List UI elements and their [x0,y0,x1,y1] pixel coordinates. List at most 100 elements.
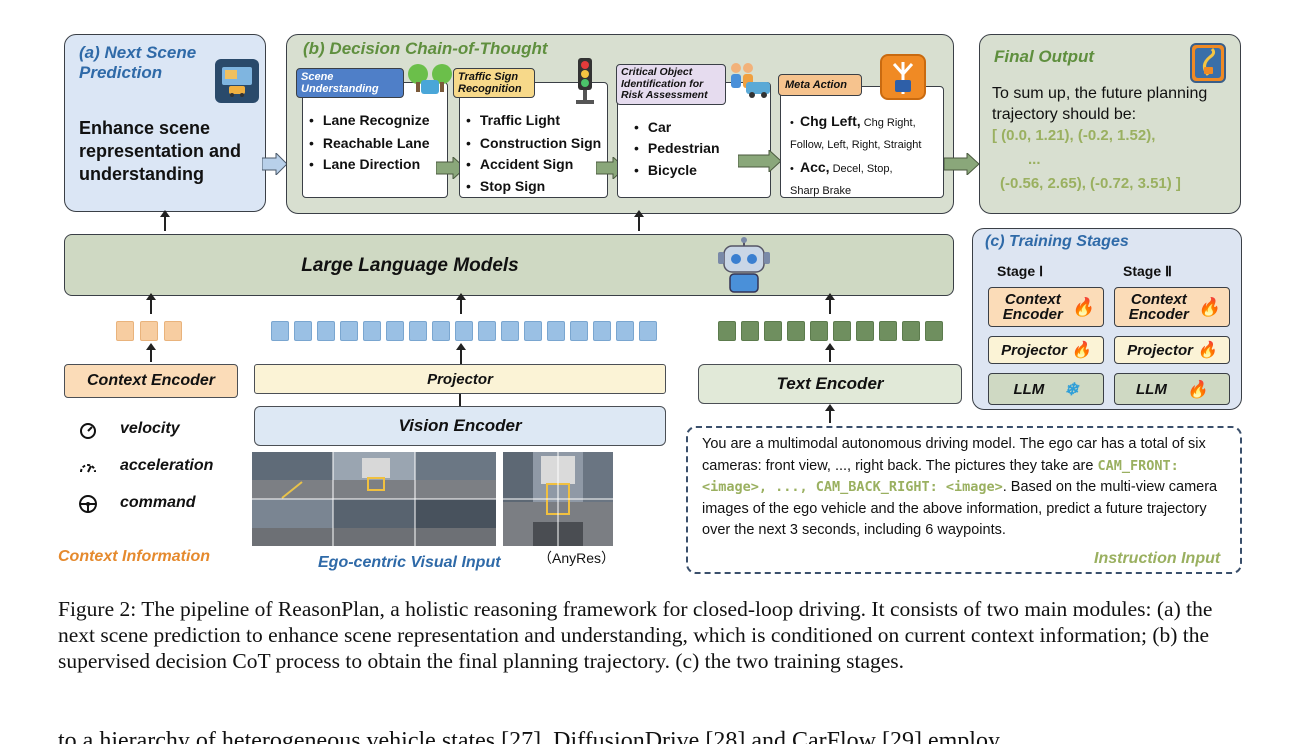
visual-token [409,321,427,341]
traffic-item: Accident Sign [466,156,573,172]
meta-line3-rest: Decel, Stop, [832,163,893,175]
visual-token [524,321,542,341]
stage1-projector: Projector 🔥 [988,336,1104,364]
stage1-llm-label: LLM [1013,380,1045,398]
arrow-llm-to-a [160,210,170,231]
visual-token [317,321,335,341]
next-scene-panel: (a) Next Scene Prediction Enhance scene … [64,34,266,212]
traffic-item: Construction Sign [466,135,601,151]
visual-token [593,321,611,341]
route-choice-icon [880,54,926,100]
context-item-command: command [120,494,196,511]
trajectory-line-3: (-0.56, 2.65), (-0.72, 3.51) ] [1000,175,1181,192]
cot-title: (b) Decision Chain-of-Thought [303,39,548,58]
stage-2-label: Stage Ⅱ [1123,263,1172,279]
visual-input-label: Ego-centric Visual Input [318,554,501,571]
stage-1-label: Stage Ⅰ [997,263,1044,279]
final-output-title: Final Output [994,47,1095,66]
visual-token [547,321,565,341]
traffic-sign-header: Traffic Sign Recognition [453,68,535,98]
arrow-visual-tokens [456,293,466,314]
final-output-text: To sum up, the future planning trajector… [992,85,1208,123]
projector-box: Projector [254,364,666,394]
next-scene-body: Enhance scene representation and underst… [79,118,242,184]
arrow-text-encoder [825,343,835,362]
meta-line1-rest: Chg Right, [863,117,916,129]
text-token [787,321,805,341]
text-token [879,321,897,341]
context-item-velocity: velocity [120,420,180,437]
stage2-context-encoder-label: Context Encoder [1128,291,1189,323]
critical-item: Bicycle [634,162,697,178]
instruction-text: You are a multimodal autonomous driving … [702,434,1232,542]
fire-icon: 🔥 [1186,379,1208,399]
visual-token [432,321,450,341]
text-token [741,321,759,341]
trajectory-ellipsis: ... [1028,151,1041,168]
visual-token [570,321,588,341]
robot-icon [714,236,774,301]
next-scene-title: (a) Next Scene Prediction [79,43,197,82]
fire-icon: 🔥 [1196,341,1217,359]
context-encoder-box: Context Encoder [64,364,238,398]
context-info-label: Context Information [58,548,210,565]
meta-action-box [780,86,944,198]
body-text-fragment: to a hierarchy of heterogeneous vehicle … [58,728,1000,744]
stage2-llm: LLM 🔥 [1114,373,1230,405]
visual-token [340,321,358,341]
visual-token [616,321,634,341]
visual-token [294,321,312,341]
meta-line3-bold: Acc, [799,159,830,175]
stage1-context-encoder-label: Context Encoder [1002,291,1063,323]
visual-token [455,321,473,341]
scene-understanding-header: Scene Understanding [296,68,404,98]
instruction-panel: You are a multimodal autonomous driving … [686,426,1242,574]
visual-token [271,321,289,341]
meta-line1-bold: Chg Left, [799,113,861,129]
scene-item: Reachable Lane [309,135,430,151]
arrow-text-tokens [825,293,835,314]
context-item-acceleration: acceleration [120,457,214,474]
trajectory-line-1: [ (0.0, 1.21), (-0.2, 1.52), [992,127,1156,144]
visual-token [363,321,381,341]
pedestrian-car-icon [726,60,772,105]
text-token [833,321,851,341]
steering-wheel-icon [78,494,98,519]
multi-view-camera-grid [252,452,496,546]
visual-token [478,321,496,341]
arrow-b-to-output [944,153,980,175]
anyres-label: （AnyRes） [538,550,616,566]
figure-caption: Figure 2: The pipeline of ReasonPlan, a … [58,596,1248,674]
critical-item: Car [634,119,671,135]
stage2-context-encoder: Context Encoder 🔥 [1114,287,1230,327]
traffic-item: Stop Sign [466,178,545,194]
trees-car-icon [404,62,456,103]
fire-icon: 🔥 [1071,296,1095,317]
projector-vision-link [459,394,461,406]
instruction-camera-tokens: CAM_FRONT: <image>, ..., CAM_BACK_RIGHT:… [702,457,1179,496]
arrow-context-tokens [146,293,156,314]
text-encoder-box: Text Encoder [698,364,962,404]
traffic-item: Traffic Light [466,112,560,128]
acceleration-icon [78,458,98,483]
stage2-llm-label: LLM [1136,380,1167,398]
text-token [764,321,782,341]
caption-text: The pipeline of ReasonPlan, a holistic r… [58,597,1213,673]
arrow-a-to-b [262,153,288,175]
instruction-part-2: . Based on the multi-view camera images … [702,479,1218,538]
training-title: (c) Training Stages [985,233,1129,250]
final-output-panel: Final Output To sum up, the future plann… [979,34,1241,214]
scene-item: Lane Recognize [309,112,430,128]
llm-label: Large Language Models [301,255,519,276]
meta-line2: Follow, Left, Right, Straight [790,139,922,151]
context-token [164,321,182,341]
context-token [116,321,134,341]
arrow-critical-to-meta [738,150,782,172]
traffic-light-icon [570,56,600,111]
critical-object-header: Critical Object Identification for Risk … [616,64,726,105]
context-token [140,321,158,341]
anyres-camera-image [503,452,613,546]
arrow-instruction [825,404,835,423]
instruction-part-1: You are a multimodal autonomous driving … [702,436,1206,474]
text-token [902,321,920,341]
